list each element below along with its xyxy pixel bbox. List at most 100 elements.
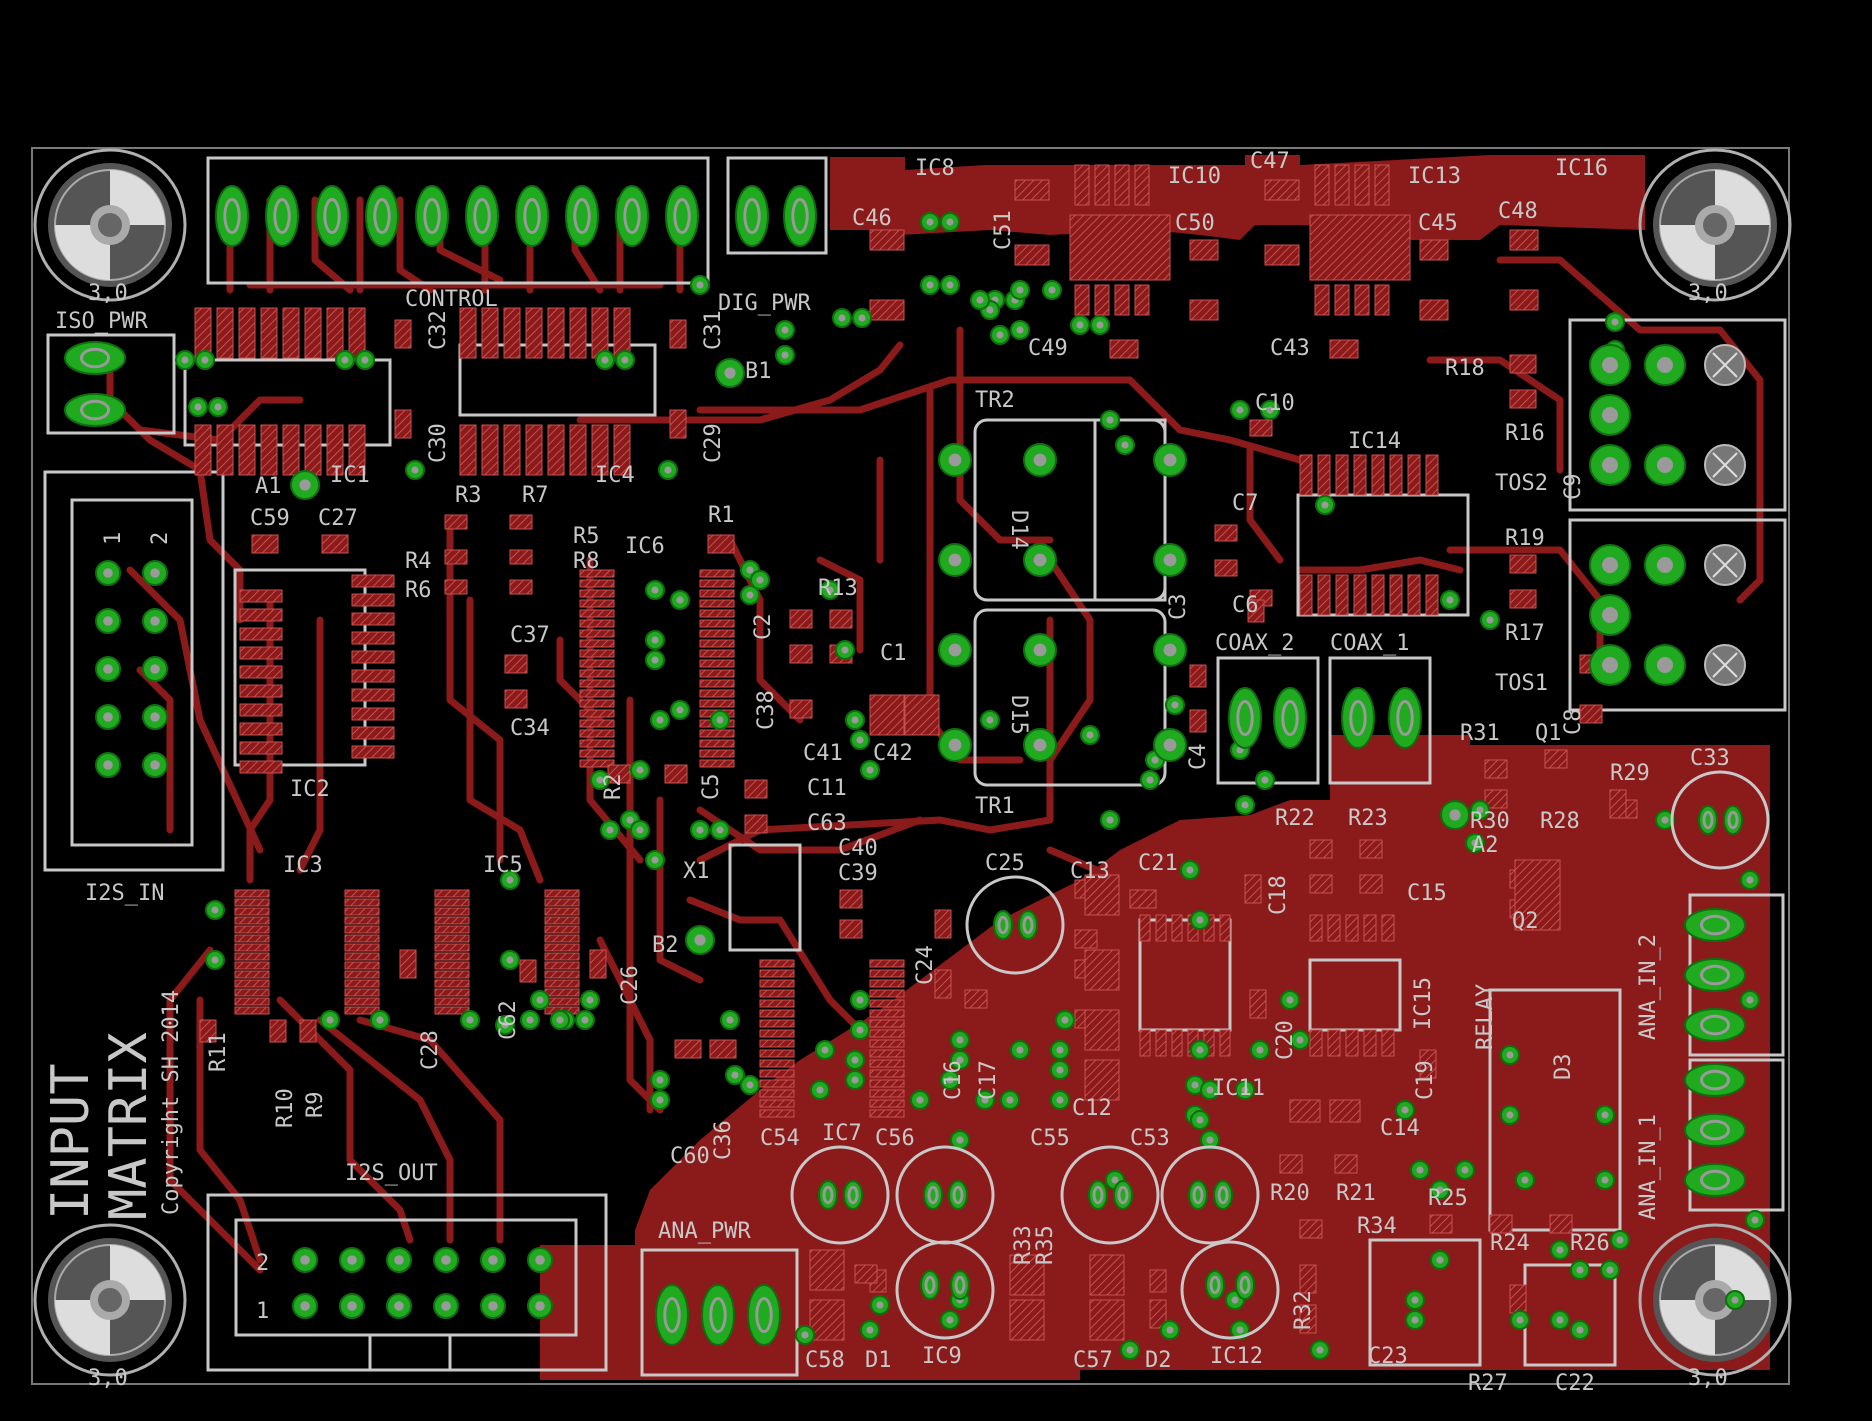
ic7-pad bbox=[759, 1019, 795, 1028]
designator-c58: C58 bbox=[805, 1348, 845, 1373]
passive-pad bbox=[1129, 889, 1157, 909]
ana-in-1-pin bbox=[1684, 1063, 1746, 1097]
ic5-pad bbox=[544, 988, 580, 997]
passive-pad bbox=[1084, 874, 1120, 916]
ic5-pad bbox=[544, 970, 580, 979]
ic7-pad bbox=[869, 1019, 905, 1028]
designator-c2: C2 bbox=[751, 614, 776, 641]
via-drill bbox=[656, 716, 664, 724]
via-drill bbox=[1506, 1111, 1514, 1119]
ic1-pad bbox=[260, 424, 278, 476]
ic11-pad bbox=[1219, 1029, 1231, 1057]
ic14-pad bbox=[1425, 454, 1439, 496]
via-drill bbox=[956, 1136, 964, 1144]
via-drill bbox=[651, 636, 659, 644]
ic6-pad bbox=[699, 649, 735, 658]
label-hole-tr: 3,0 bbox=[1688, 281, 1728, 306]
via-drill bbox=[636, 766, 644, 774]
via-drill bbox=[946, 218, 954, 226]
via-drill bbox=[506, 876, 514, 884]
ic6-pad bbox=[579, 649, 615, 658]
passive-pad bbox=[869, 229, 905, 251]
mounting-holes bbox=[33, 148, 1792, 1377]
label-ic3: IC3 bbox=[283, 853, 323, 878]
cap-lead-drill bbox=[1192, 1185, 1204, 1205]
ic6-pad bbox=[699, 639, 735, 648]
via-drill bbox=[946, 1076, 954, 1084]
designator-r2: R2 bbox=[601, 774, 626, 801]
ana-in-1-pin-drill bbox=[1700, 1069, 1730, 1091]
via-drill bbox=[651, 586, 659, 594]
label-control: CONTROL bbox=[405, 287, 498, 312]
via-drill bbox=[556, 1016, 564, 1024]
ic3-pad bbox=[344, 952, 380, 961]
ic3-pad bbox=[234, 898, 270, 907]
ic13-pad bbox=[1314, 284, 1330, 316]
via-drill bbox=[1521, 1176, 1529, 1184]
passive-pad bbox=[1189, 709, 1207, 733]
via-drill bbox=[1411, 1316, 1419, 1324]
ic6-pad bbox=[579, 579, 615, 588]
label-relay: RELAY bbox=[1473, 984, 1498, 1050]
ic13-pad bbox=[1354, 164, 1370, 206]
ic5-pad bbox=[434, 925, 470, 934]
via-drill bbox=[926, 218, 934, 226]
via-drill bbox=[488, 1301, 498, 1311]
ic6-pad bbox=[699, 619, 735, 628]
ic3-pad bbox=[234, 1006, 270, 1015]
ic4-pad bbox=[481, 307, 499, 359]
passive-pad bbox=[669, 409, 687, 439]
coax-1-pin bbox=[1341, 687, 1375, 749]
ana-in-2-pin bbox=[1684, 908, 1746, 942]
via-drill bbox=[948, 643, 962, 657]
via-drill bbox=[194, 403, 202, 411]
label-hole-tl: 3,0 bbox=[88, 281, 128, 306]
coax-2-pin-drill bbox=[1281, 700, 1299, 736]
designator-r6: R6 bbox=[405, 578, 432, 603]
ana-in-2-pin bbox=[1684, 1008, 1746, 1042]
ana-pwr-connector-outline bbox=[640, 1248, 799, 1377]
ic5-pad bbox=[434, 961, 470, 970]
passive-pad bbox=[1544, 749, 1568, 769]
ic6-pad bbox=[579, 609, 615, 618]
passive-pad bbox=[964, 989, 988, 1009]
ic2-pad bbox=[351, 574, 395, 588]
coax-2-pin bbox=[1228, 687, 1262, 749]
i2s-in-header-outline bbox=[43, 470, 225, 872]
via-drill bbox=[656, 1076, 664, 1084]
ic6-pad bbox=[699, 749, 735, 758]
passive-pad bbox=[1334, 1154, 1358, 1174]
via-drill bbox=[606, 826, 614, 834]
cap-lead-drill bbox=[952, 1185, 964, 1205]
ic1-pad bbox=[326, 307, 344, 359]
passive-pad bbox=[444, 579, 468, 595]
designator-c57: C57 bbox=[1073, 1348, 1113, 1373]
ic3-pad bbox=[234, 934, 270, 943]
cap-lead-drill bbox=[954, 1275, 966, 1295]
passive-pad bbox=[1489, 1214, 1513, 1234]
ana-in-1-pin-drill bbox=[1700, 1169, 1730, 1191]
label-tos2: TOS2 bbox=[1495, 471, 1548, 496]
passive-pad bbox=[1509, 1284, 1527, 1314]
designator-c25: C25 bbox=[985, 851, 1025, 876]
via-drill bbox=[394, 1255, 404, 1265]
via-drill bbox=[1033, 738, 1047, 752]
c25-outline bbox=[965, 875, 1065, 975]
ic12-outline bbox=[1180, 1240, 1280, 1340]
tr2-outline bbox=[973, 418, 1167, 602]
ic15-pad bbox=[1363, 1029, 1377, 1057]
passive-pad bbox=[1089, 1299, 1125, 1341]
designator-c30: C30 bbox=[426, 423, 451, 463]
via-drill bbox=[488, 1255, 498, 1265]
via-drill bbox=[347, 1255, 357, 1265]
cap-lead bbox=[993, 910, 1013, 940]
ic7-pad bbox=[759, 1049, 795, 1058]
designator-r11: R11 bbox=[206, 1032, 231, 1072]
via-drill bbox=[1206, 1086, 1214, 1094]
ic7-pad bbox=[869, 1089, 905, 1098]
ic2-pad bbox=[351, 745, 395, 759]
designator-r34: R34 bbox=[1357, 1214, 1397, 1239]
designator-c31: C31 bbox=[701, 310, 726, 350]
iso-pwr-pin bbox=[64, 341, 126, 375]
